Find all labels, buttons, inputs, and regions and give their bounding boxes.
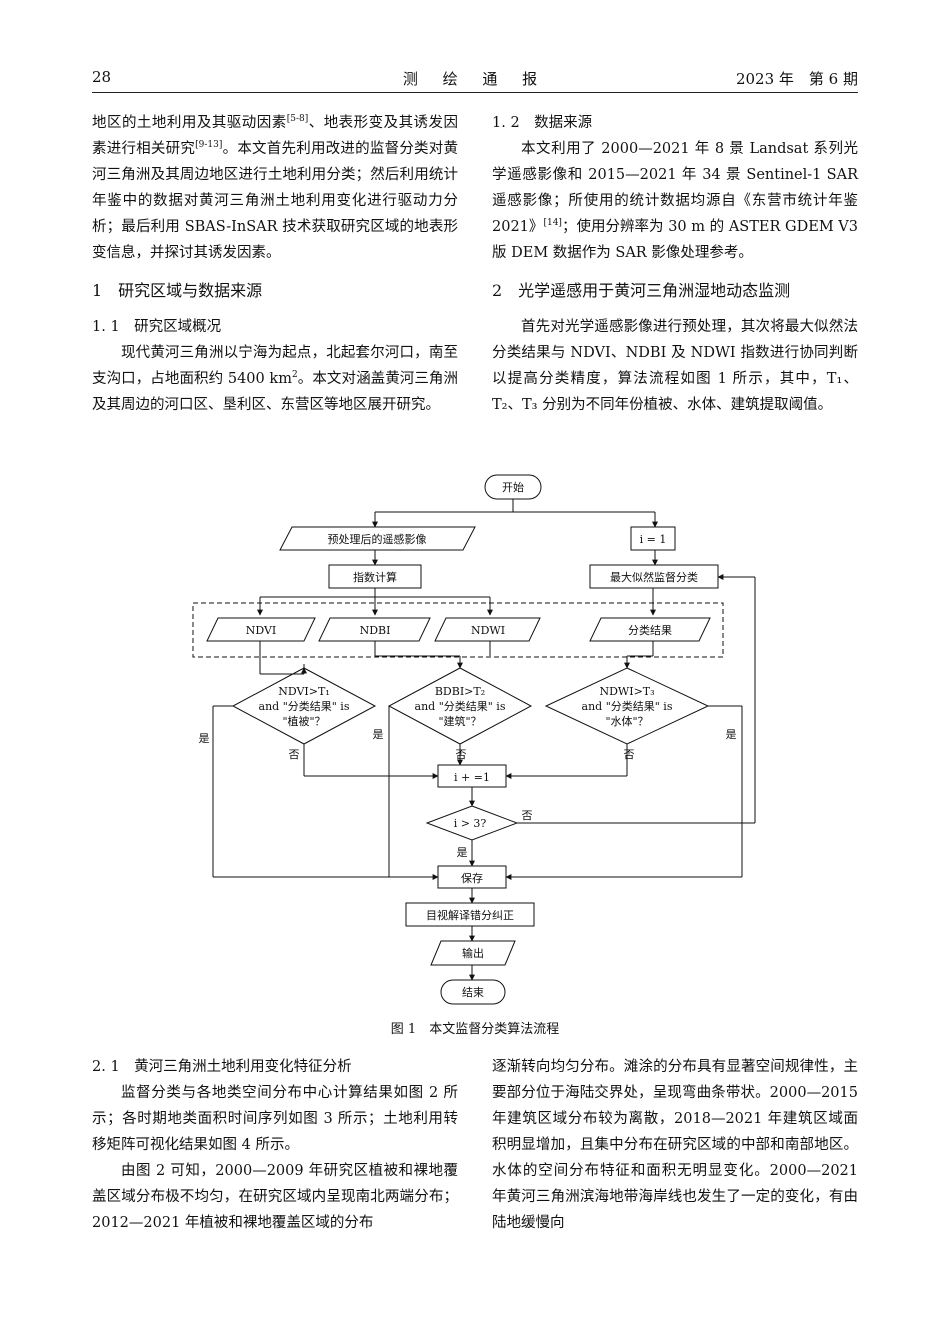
no-loop: 否	[522, 809, 533, 822]
incr-label: i + =1	[454, 771, 490, 784]
preproc-label: 预处理后的遥感影像	[328, 532, 427, 546]
yes-loop: 是	[457, 846, 468, 859]
data-source-paragraph: 本文利用了 2000—2021 年 8 景 Landsat 系列光学遥感影像和 …	[492, 141, 858, 261]
d1-line1: NDVI>T₁	[278, 685, 330, 698]
right-column-top: 1. 2 数据来源 本文利用了 2000—2021 年 8 景 Landsat …	[492, 110, 858, 418]
results-paragraph: 监督分类与各地类空间分布中心计算结果如图 2 所示；各时期地类面积时间序列如图 …	[92, 1085, 458, 1153]
preprocessed-images-io	[279, 526, 476, 551]
ndwi-io	[434, 617, 541, 642]
ndwi-label: NDWI	[471, 624, 505, 637]
d1-line3: "植被"？	[282, 714, 325, 728]
section-2-heading: 2 光学遥感用于黄河三角洲湿地动态监测	[492, 281, 791, 300]
yes-left: 是	[199, 732, 210, 745]
d3-line1: NDWI>T₃	[599, 685, 654, 698]
subsection-1-2-heading: 1. 2 数据来源	[492, 115, 593, 131]
continued-paragraph: 逐渐转向均匀分布。滩涂的分布具有显著空间规律性，主要部分位于海陆交界处，呈现弯曲…	[492, 1059, 858, 1231]
ndbi-io	[318, 617, 431, 642]
visual-correction-box	[405, 902, 535, 927]
i-init-box	[630, 526, 676, 551]
ndvi-io	[206, 617, 316, 642]
output-io	[430, 940, 516, 966]
end-label: 结束	[462, 986, 484, 999]
d3-line3: "水体"？	[605, 714, 648, 728]
right-column-bottom: 逐渐转向均匀分布。滩涂的分布具有显著空间规律性，主要部分位于海陆交界处，呈现弯曲…	[492, 1054, 858, 1236]
d1-line2: and "分类结果" is	[259, 699, 350, 713]
no-d1: 否	[289, 748, 300, 761]
output-label: 输出	[462, 946, 484, 960]
journal-name: 测 绘 通 报	[402, 70, 548, 88]
result-io	[589, 617, 711, 642]
section-1-heading: 1 研究区域与数据来源	[92, 281, 263, 300]
d2-line1: BDBI>T₂	[435, 685, 485, 698]
figure-caption: 图 1 本文监督分类算法流程	[390, 1022, 560, 1037]
left-column-top: 地区的土地利用及其驱动因素[5-8]、地表形变及其诱发因素进行相关研究[9-13…	[92, 110, 458, 418]
method-paragraph: 首先对光学遥感影像进行预处理，其次将最大似然法分类结果与 NDVI、NDBI 及…	[492, 319, 858, 413]
save-label: 保存	[461, 871, 483, 885]
yes-right: 是	[726, 728, 737, 741]
issue-info: 2023 年 第 6 期	[735, 70, 858, 88]
index-label: 指数计算	[353, 570, 397, 584]
analysis-paragraph: 由图 2 可知，2000—2009 年研究区植被和裸地覆盖区域分布极不均匀，在研…	[92, 1163, 458, 1231]
d3-line2: and "分类结果" is	[582, 699, 673, 713]
left-column-bottom: 2. 1 黄河三角洲土地利用变化特征分析 监督分类与各地类空间分布中心计算结果如…	[92, 1054, 458, 1236]
visual-label: 目视解译错分纠正	[426, 908, 514, 922]
subsection-2-1-heading: 2. 1 黄河三角洲土地利用变化特征分析	[92, 1059, 352, 1075]
no-d3: 否	[624, 748, 635, 761]
subsection-1-1-heading: 1. 1 研究区域概况	[92, 319, 222, 335]
i-init-label: i = 1	[640, 533, 667, 546]
index-group-dashed	[192, 602, 724, 658]
page-number: 28	[92, 68, 112, 86]
header-rule	[92, 92, 858, 93]
intro-paragraph: 地区的土地利用及其驱动因素[5-8]、地表形变及其诱发因素进行相关研究[9-13…	[92, 114, 459, 261]
no-d2: 否	[456, 748, 467, 761]
study-area-paragraph: 现代黄河三角洲以宁海为起点，北起套尔河口，南至支沟口，占地面积约 5400 km…	[92, 345, 459, 413]
d2-line3: "建筑"？	[438, 714, 481, 728]
d2-line2: and "分类结果" is	[415, 699, 506, 713]
result-label: 分类结果	[628, 623, 672, 637]
end-terminal	[440, 979, 506, 1005]
ndvi-label: NDVI	[246, 624, 277, 637]
start-label: 开始	[502, 480, 524, 494]
mlc-label: 最大似然监督分类	[610, 570, 698, 584]
yes-mid: 是	[373, 728, 384, 741]
page-header: 28 测 绘 通 报 2023 年 第 6 期	[92, 68, 858, 92]
cond-label: i > 3?	[454, 817, 487, 830]
ndbi-label: NDBI	[360, 624, 391, 637]
